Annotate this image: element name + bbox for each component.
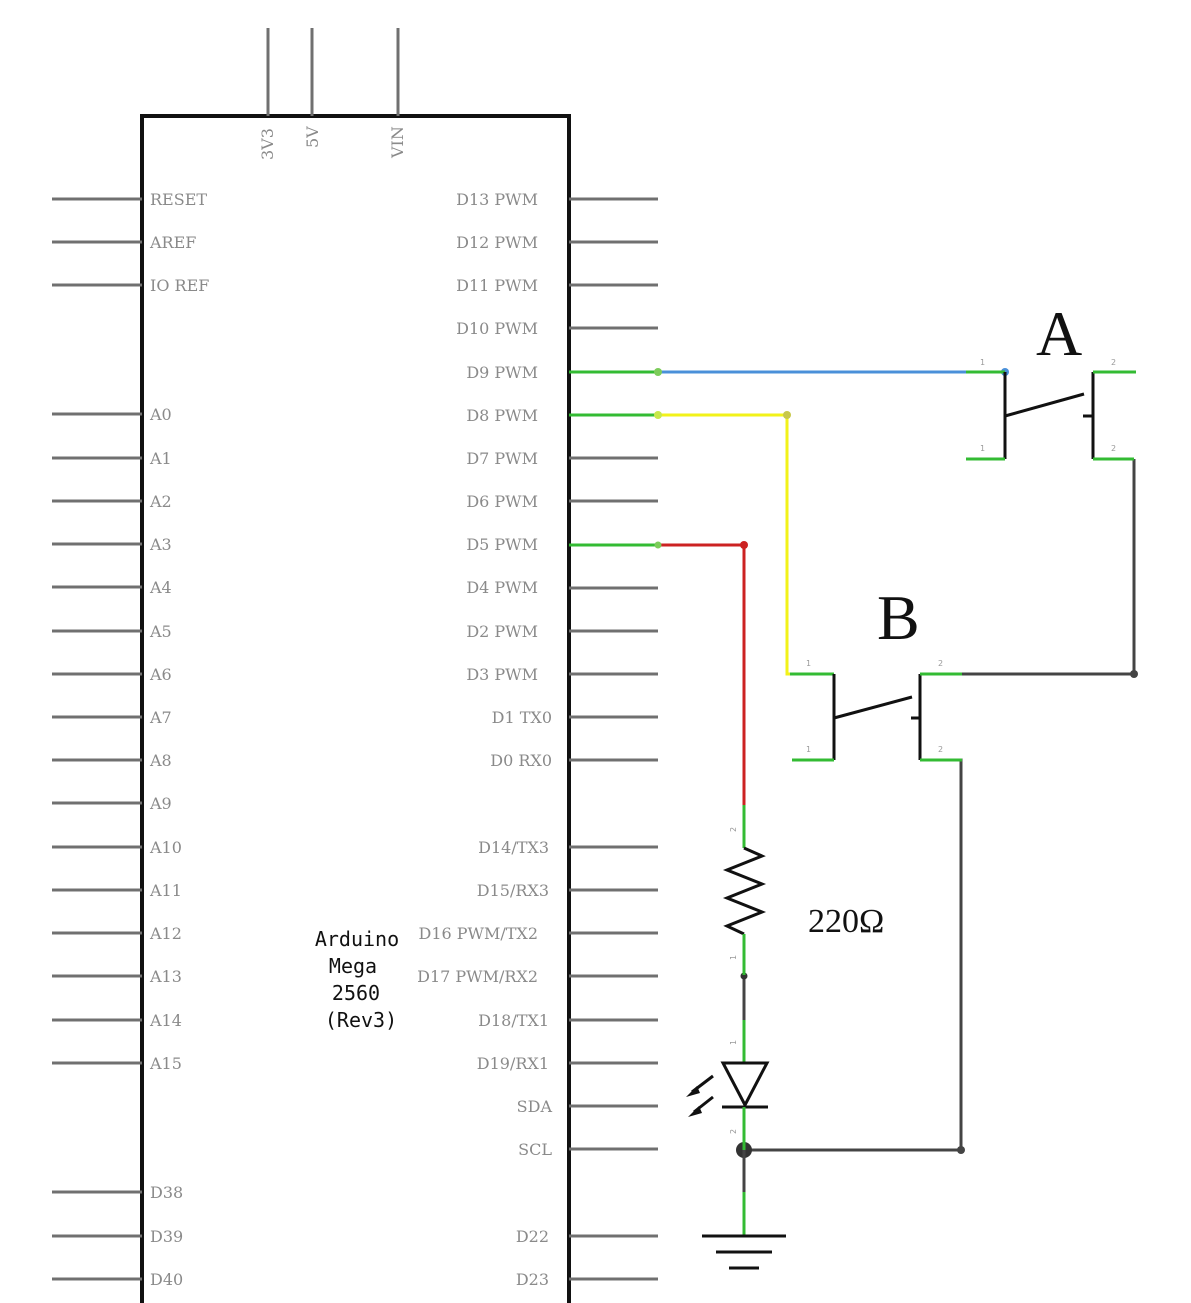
- pin-label-a1: A1: [149, 449, 172, 468]
- right-pins: D13 PWM D12 PWM D11 PWM D10 PWM D9 PWM D…: [417, 190, 658, 1289]
- button-b: B 1 1 2 2: [790, 582, 962, 762]
- top-pins: 3V3 5V VIN: [258, 28, 407, 160]
- pin-label-d23: D23: [516, 1270, 549, 1289]
- pin-label-a15: A15: [149, 1054, 182, 1073]
- pin-label-d13: D13 PWM: [456, 190, 538, 209]
- pin-label-d12: D12 PWM: [456, 233, 538, 252]
- pin-label-d40: D40: [150, 1270, 183, 1289]
- button-b-label: B: [877, 582, 920, 653]
- button-b-pin-2-bottom: 2: [938, 745, 943, 754]
- pin-label-d1: D1 TX0: [492, 708, 552, 727]
- wire-d8: [658, 413, 792, 676]
- pin-label-5v: 5V: [303, 126, 322, 148]
- pin-label-d38: D38: [150, 1183, 183, 1202]
- pin-label-d9: D9 PWM: [466, 363, 538, 382]
- pin-label-d4: D4 PWM: [466, 578, 538, 597]
- pin-label-d3: D3 PWM: [466, 665, 538, 684]
- pin-label-d14: D14/TX3: [478, 838, 549, 857]
- led-pin-2: 2: [729, 1129, 738, 1134]
- pin-label-d6: D6 PWM: [466, 492, 538, 511]
- pin-label-a0: A0: [149, 405, 172, 424]
- pin-label-a13: A13: [149, 967, 182, 986]
- pin-label-vin: VIN: [388, 126, 407, 159]
- resistor-pin-2: 2: [729, 827, 738, 832]
- resistor: 220Ω 2 1: [722, 805, 884, 975]
- wire-button-a-to-b: [960, 459, 1136, 676]
- pin-label-d39: D39: [150, 1227, 183, 1246]
- led: 1 2: [686, 1020, 770, 1150]
- left-pins: RESET AREF IO REF A0 A1 A2 A3 A4 A5 A6 A…: [52, 190, 209, 1289]
- pin-label-sda: SDA: [517, 1097, 553, 1116]
- pin-label-a7: A7: [149, 708, 172, 727]
- button-a-pin-2-top: 2: [1111, 358, 1116, 367]
- pin-label-d19: D19/RX1: [477, 1054, 549, 1073]
- pin-label-a4: A4: [149, 578, 172, 597]
- button-b-pin-2-top: 2: [938, 659, 943, 668]
- pin-label-d11: D11 PWM: [456, 276, 538, 295]
- pin-label-aref: AREF: [149, 233, 196, 252]
- pin-label-a14: A14: [149, 1011, 182, 1030]
- pin-label-d17: D17 PWM/RX2: [417, 967, 538, 986]
- pin-label-a10: A10: [149, 838, 182, 857]
- pin-label-d22: D22: [516, 1227, 549, 1246]
- pin-label-a8: A8: [149, 751, 172, 770]
- button-a: A 1 1 2 2: [966, 298, 1136, 461]
- pin-label-d0: D0 RX0: [490, 751, 552, 770]
- ground-symbol-icon: [702, 1192, 786, 1270]
- pin-label-3v3: 3V3: [258, 128, 277, 160]
- wires: [654, 368, 1138, 1192]
- pin-label-a2: A2: [149, 492, 172, 511]
- wire-button-b-to-ground: [744, 758, 963, 1152]
- board-name-line-2: Mega: [329, 954, 377, 978]
- pin-label-d2: D2 PWM: [466, 622, 538, 641]
- board-name-line-3: 2560: [332, 981, 380, 1005]
- button-a-label: A: [1036, 298, 1082, 369]
- button-a-pin-1-top: 1: [980, 358, 985, 367]
- board-name-line-1: Arduino: [315, 927, 399, 951]
- led-light-arrows-icon: [686, 1074, 714, 1117]
- pin-label-d10: D10 PWM: [456, 319, 538, 338]
- resistor-pin-1: 1: [729, 955, 738, 960]
- pin-label-a9: A9: [149, 794, 172, 813]
- pin-label-a6: A6: [149, 665, 172, 684]
- button-b-pin-1-bottom: 1: [806, 745, 811, 754]
- pin-label-a5: A5: [149, 622, 172, 641]
- pin-label-ioref: IO REF: [150, 276, 209, 295]
- pin-label-a12: A12: [149, 924, 182, 943]
- button-a-pin-1-bottom: 1: [980, 444, 985, 453]
- wire-d5: [658, 543, 746, 805]
- pin-label-d8: D8 PWM: [466, 406, 538, 425]
- pin-label-a11: A11: [149, 881, 182, 900]
- pin-label-a3: A3: [149, 535, 172, 554]
- led-pin-1: 1: [729, 1040, 738, 1045]
- resistor-value: 220Ω: [808, 903, 884, 940]
- pin-label-reset: RESET: [150, 190, 207, 209]
- pin-label-scl: SCL: [518, 1140, 552, 1159]
- pin-label-d7: D7 PWM: [466, 449, 538, 468]
- pin-label-d5: D5 PWM: [466, 535, 538, 554]
- board-name: Arduino Mega 2560 (Rev3): [315, 927, 399, 1032]
- pin-label-d15: D15/RX3: [477, 881, 549, 900]
- button-a-pin-2-bottom: 2: [1111, 444, 1116, 453]
- button-b-pin-1-top: 1: [806, 659, 811, 668]
- pin-label-d18: D18/TX1: [478, 1011, 549, 1030]
- board-name-line-4: (Rev3): [325, 1008, 397, 1032]
- pin-label-d16: D16 PWM/TX2: [419, 924, 539, 943]
